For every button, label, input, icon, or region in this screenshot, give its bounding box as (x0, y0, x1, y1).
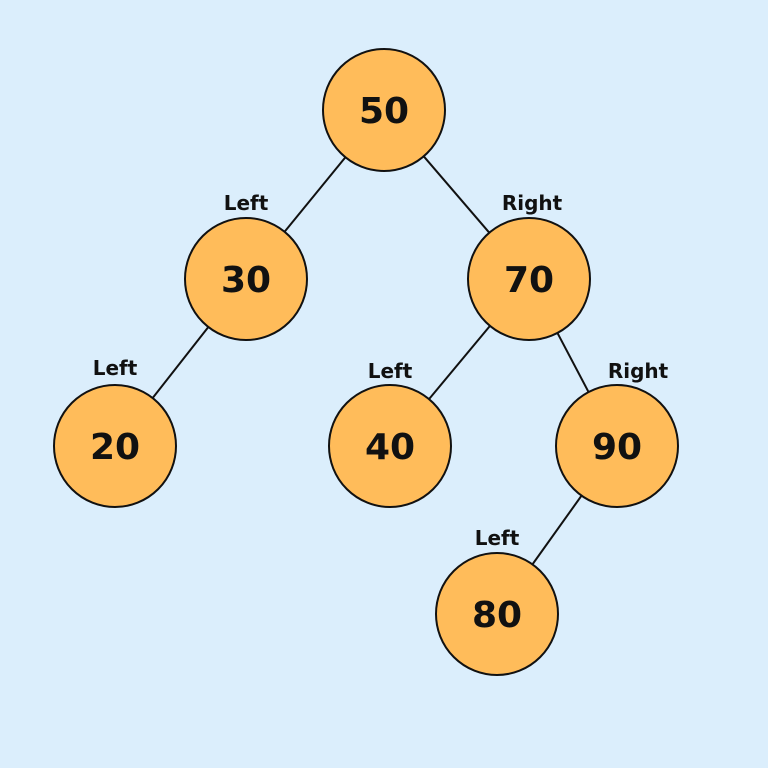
node-value: 30 (221, 260, 271, 301)
node-value: 90 (592, 427, 642, 468)
node-circle (328, 384, 452, 508)
node-circle (467, 217, 591, 341)
tree-node: 20 (53, 384, 177, 508)
node-value: 80 (472, 595, 522, 636)
edge-n30-n20 (151, 326, 210, 399)
edge-label-right: Right (608, 359, 669, 383)
edge-n70-n90 (556, 332, 590, 393)
tree-node: 90 (555, 384, 679, 508)
node-value: 20 (90, 427, 140, 468)
tree-node: 50 (322, 48, 446, 172)
node-circle (184, 217, 308, 341)
nodes-layer: 50 30 70 20 40 90 80 (53, 48, 679, 676)
tree-node: 30 (184, 217, 308, 341)
node-circle (53, 384, 177, 508)
edges-layer (151, 155, 590, 565)
node-value: 40 (365, 427, 415, 468)
edge-label-right: Right (502, 191, 563, 215)
edge-n90-n80 (531, 495, 583, 565)
tree-node: 40 (328, 384, 452, 508)
node-circle (322, 48, 446, 172)
edge-label-left: Left (93, 356, 138, 380)
edge-label-left: Left (368, 359, 413, 383)
node-value: 70 (504, 260, 554, 301)
node-circle (555, 384, 679, 508)
tree-node: 80 (435, 552, 559, 676)
edge-n50-n30 (283, 156, 347, 233)
edge-label-left: Left (475, 526, 520, 550)
tree-node: 70 (467, 217, 591, 341)
node-circle (435, 552, 559, 676)
edge-n70-n40 (428, 325, 491, 400)
edge-label-left: Left (224, 191, 269, 215)
edge-n50-n70 (422, 155, 491, 234)
node-value: 50 (359, 91, 409, 132)
